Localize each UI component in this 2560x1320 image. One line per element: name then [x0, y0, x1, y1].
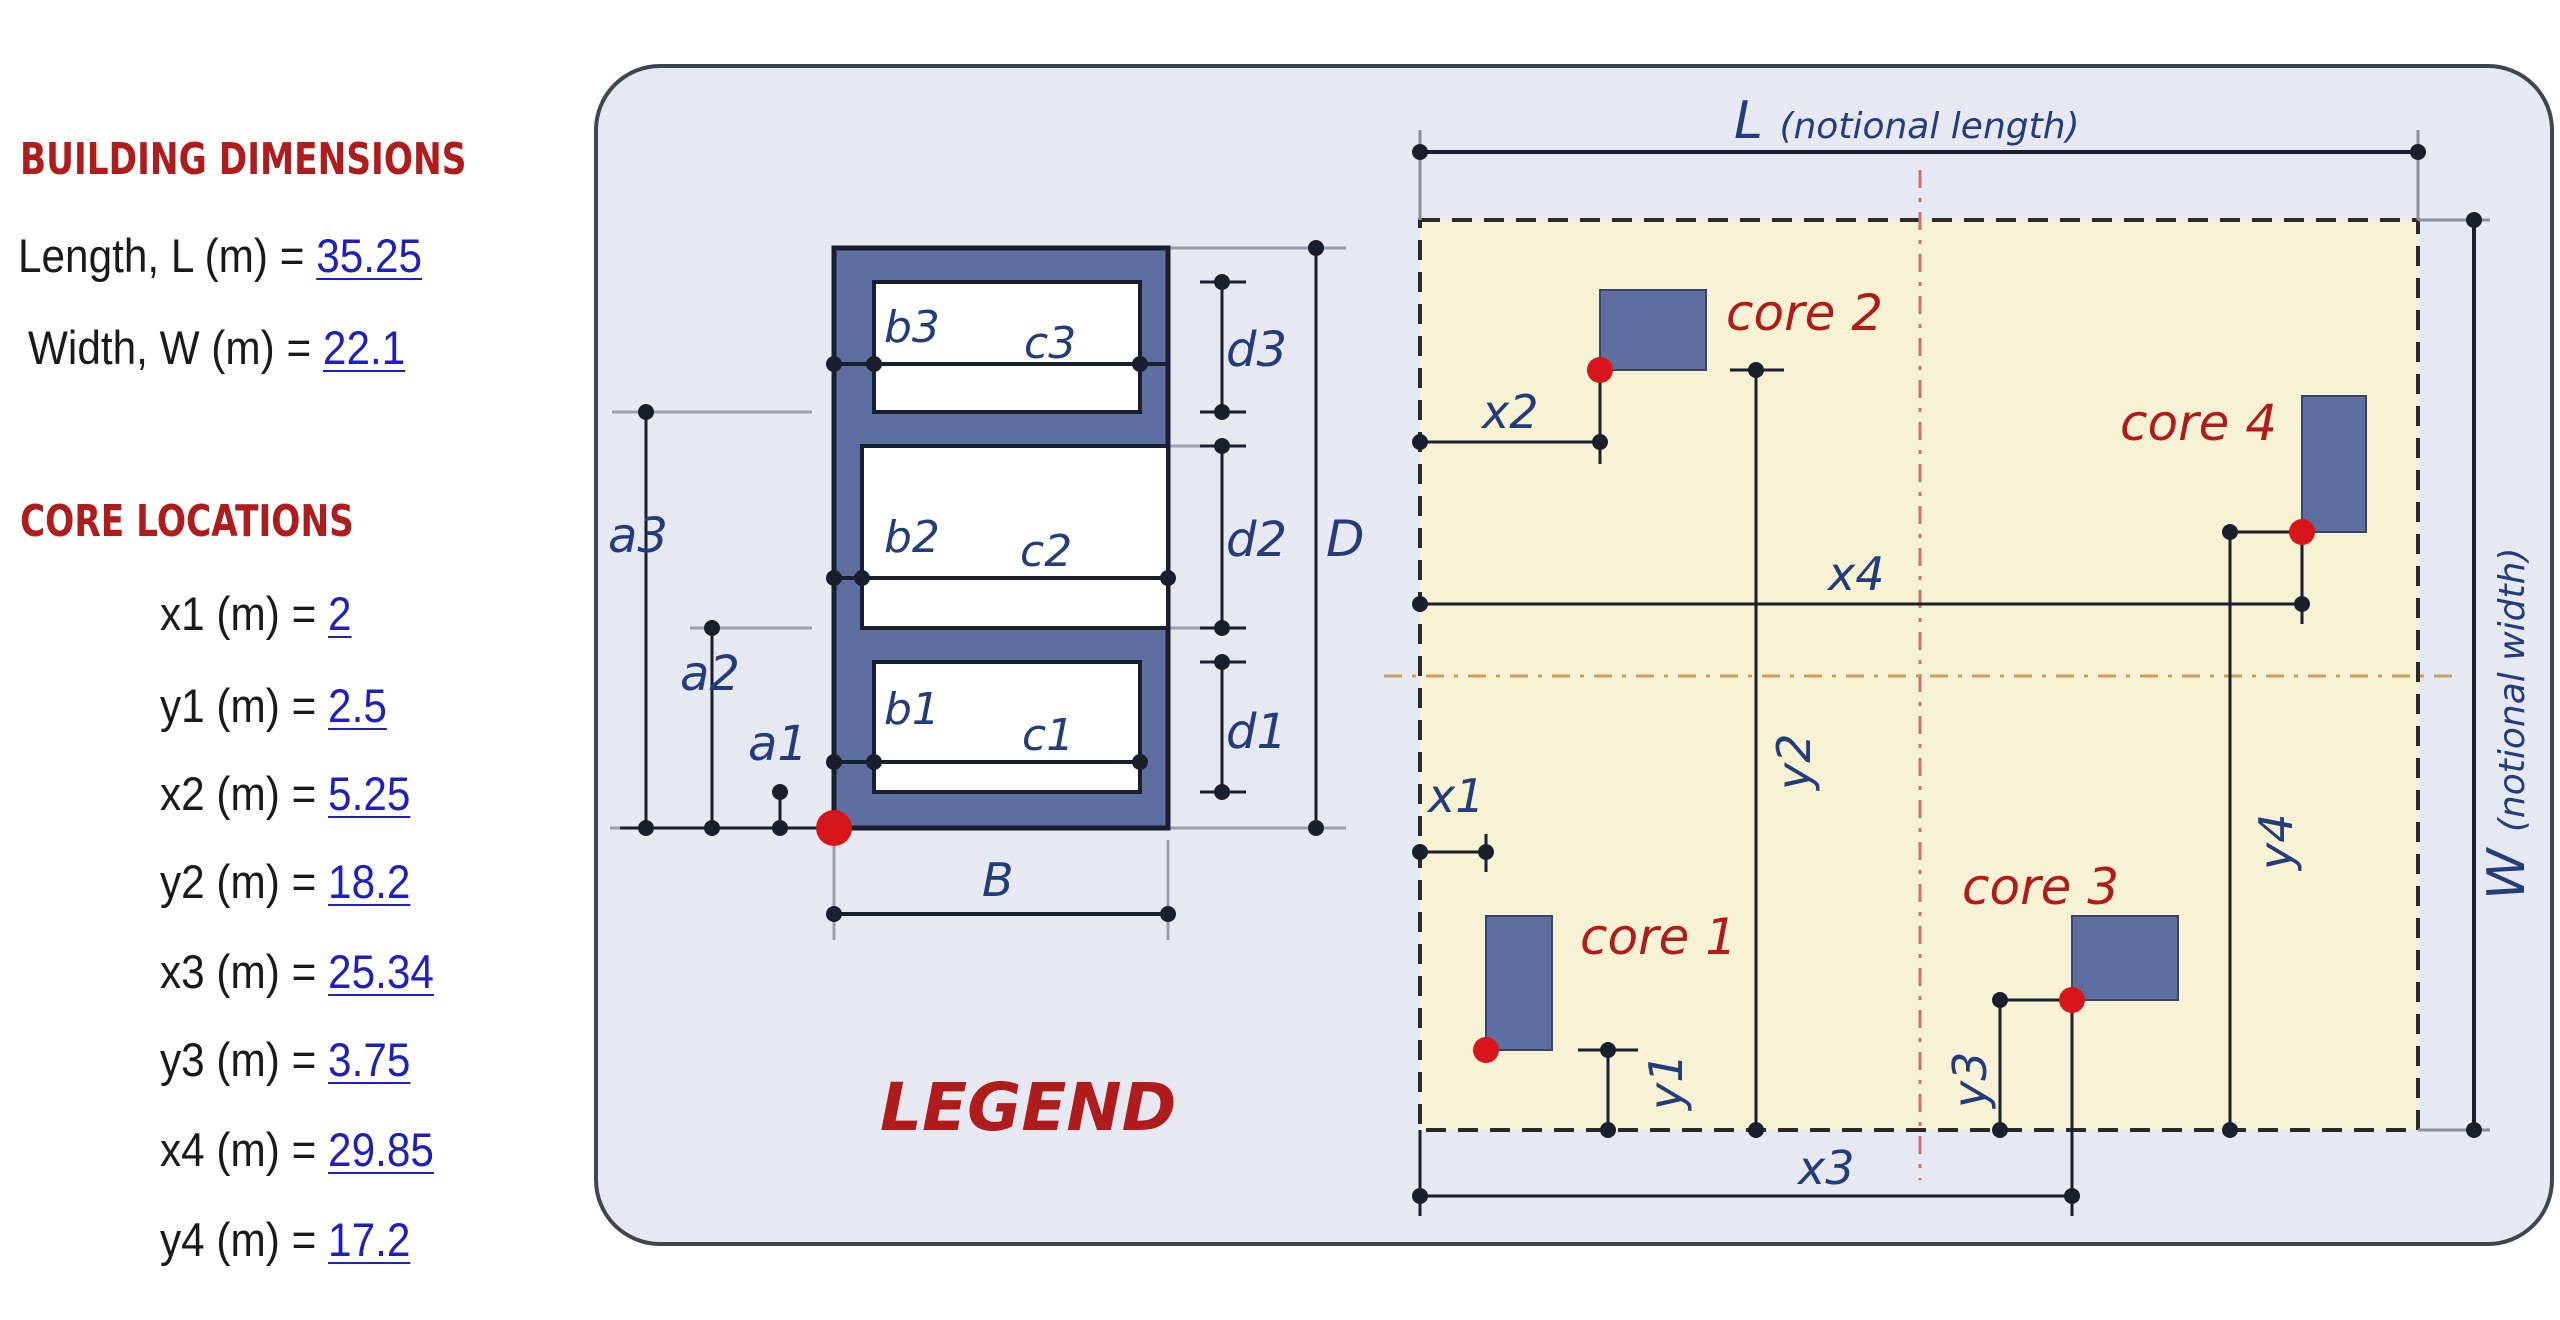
core-locations-title: CORE LOCATIONS — [20, 496, 354, 547]
y2-row: y2 (m) = 18.2 — [160, 854, 410, 910]
y1-label: y1 (m) = — [160, 679, 317, 732]
dim-x1-label: x1 — [1426, 769, 1485, 823]
legend-opening-1 — [872, 660, 1142, 794]
dim-y3-label: y3 — [1943, 1052, 1997, 1111]
label-b3: b3 — [884, 302, 940, 353]
label-a1: a1 — [748, 716, 808, 772]
x1-label: x1 (m) = — [160, 587, 317, 640]
plan-W-dot-bottom — [2466, 1122, 2482, 1138]
dim-y4-label: y4 — [2249, 814, 2303, 873]
plan-L-label: L (notional length) — [1734, 91, 2080, 151]
plan-dim-dots — [1412, 362, 2310, 1204]
label-b2: b2 — [884, 512, 940, 563]
label-c3: c3 — [1024, 318, 1076, 369]
core-4-ref-point — [2289, 519, 2315, 545]
label-d2: d2 — [1226, 512, 1287, 568]
label-b1: b1 — [884, 684, 940, 735]
core-2 — [1599, 289, 1707, 371]
x1-value[interactable]: 2 — [328, 587, 352, 640]
legend-bc-dims — [834, 362, 1168, 764]
y1-value[interactable]: 2.5 — [328, 679, 387, 732]
core-1-ref-point — [1473, 1037, 1499, 1063]
length-label: Length, L (m) = — [18, 229, 305, 282]
core-4-label: core 4 — [2120, 394, 2277, 452]
x4-value[interactable]: 29.85 — [328, 1123, 434, 1176]
core-4 — [2301, 395, 2367, 533]
core-2-label: core 2 — [1726, 284, 1883, 342]
legend-opening-2 — [860, 444, 1170, 630]
width-value[interactable]: 22.1 — [322, 321, 406, 374]
core-3-ref-point — [2059, 987, 2085, 1013]
y2-label: y2 (m) = — [160, 855, 317, 908]
dim-x3-label: x3 — [1796, 1141, 1855, 1195]
label-D: D — [1326, 510, 1365, 568]
building-dimensions-title: BUILDING DIMENSIONS — [20, 134, 467, 185]
x2-label: x2 (m) = — [160, 767, 317, 820]
y4-label: y4 (m) = — [160, 1213, 317, 1266]
x3-row: x3 (m) = 25.34 — [160, 944, 434, 1000]
core-1-label: core 1 — [1580, 908, 1737, 966]
legend-B-dot-left — [826, 906, 842, 922]
x1-row: x1 (m) = 2 — [160, 586, 352, 642]
legend-opening-3 — [872, 280, 1142, 414]
legend-title: LEGEND — [880, 1069, 1176, 1146]
x2-row: x2 (m) = 5.25 — [160, 766, 410, 822]
label-c1: c1 — [1022, 710, 1074, 761]
y3-label: y3 (m) = — [160, 1033, 317, 1086]
legend-bc-dots — [826, 356, 1176, 770]
length-value[interactable]: 35.25 — [316, 229, 423, 282]
legend-origin-dot — [816, 810, 852, 846]
label-a2: a2 — [680, 646, 740, 702]
plan-W-label: W (notional width) — [2477, 548, 2537, 901]
y4-value[interactable]: 17.2 — [328, 1213, 411, 1266]
x3-value[interactable]: 25.34 — [328, 945, 434, 998]
dim-y2-label: y2 — [1767, 734, 1821, 793]
x3-label: x3 (m) = — [160, 945, 317, 998]
plan-L-dot-left — [1412, 144, 1428, 160]
core-1 — [1485, 915, 1553, 1051]
y2-value[interactable]: 18.2 — [328, 855, 411, 908]
x4-row: x4 (m) = 29.85 — [160, 1122, 434, 1178]
width-row: Width, W (m) = 22.1 — [28, 320, 405, 376]
label-c2: c2 — [1020, 526, 1072, 577]
plan-W-dot-top — [2466, 212, 2482, 228]
floor-plan: L (notional length) W (notional width) — [1384, 91, 2537, 1216]
label-d3: d3 — [1226, 322, 1287, 378]
legend-d-dots — [1214, 240, 1324, 836]
core-2-ref-point — [1587, 357, 1613, 383]
x4-label: x4 (m) = — [160, 1123, 317, 1176]
y1-row: y1 (m) = 2.5 — [160, 678, 387, 734]
label-d1: d1 — [1226, 704, 1287, 760]
plan-L-dot-right — [2410, 144, 2426, 160]
label-B: B — [982, 853, 1014, 907]
y4-row: y4 (m) = 17.2 — [160, 1212, 410, 1268]
length-row: Length, L (m) = 35.25 — [18, 228, 422, 284]
dim-y1-label: y1 — [1639, 1054, 1693, 1113]
width-label: Width, W (m) = — [28, 321, 312, 374]
label-a3: a3 — [608, 508, 668, 564]
dim-x2-label: x2 — [1480, 385, 1539, 439]
core-3-label: core 3 — [1962, 858, 2119, 916]
legend-B-dot-right — [1160, 906, 1176, 922]
y3-value[interactable]: 3.75 — [328, 1033, 411, 1086]
legend-section: b3 c3 b2 c2 b1 c1 a3 a2 a1 d3 d2 d1 D B … — [608, 240, 1365, 1146]
x2-value[interactable]: 5.25 — [328, 767, 411, 820]
y3-row: y3 (m) = 3.75 — [160, 1032, 410, 1088]
dim-x4-label: x4 — [1826, 547, 1885, 601]
legend-a-dots — [638, 404, 788, 836]
input-panel: BUILDING DIMENSIONS Length, L (m) = 35.2… — [0, 0, 560, 1320]
core-3 — [2071, 915, 2179, 1001]
